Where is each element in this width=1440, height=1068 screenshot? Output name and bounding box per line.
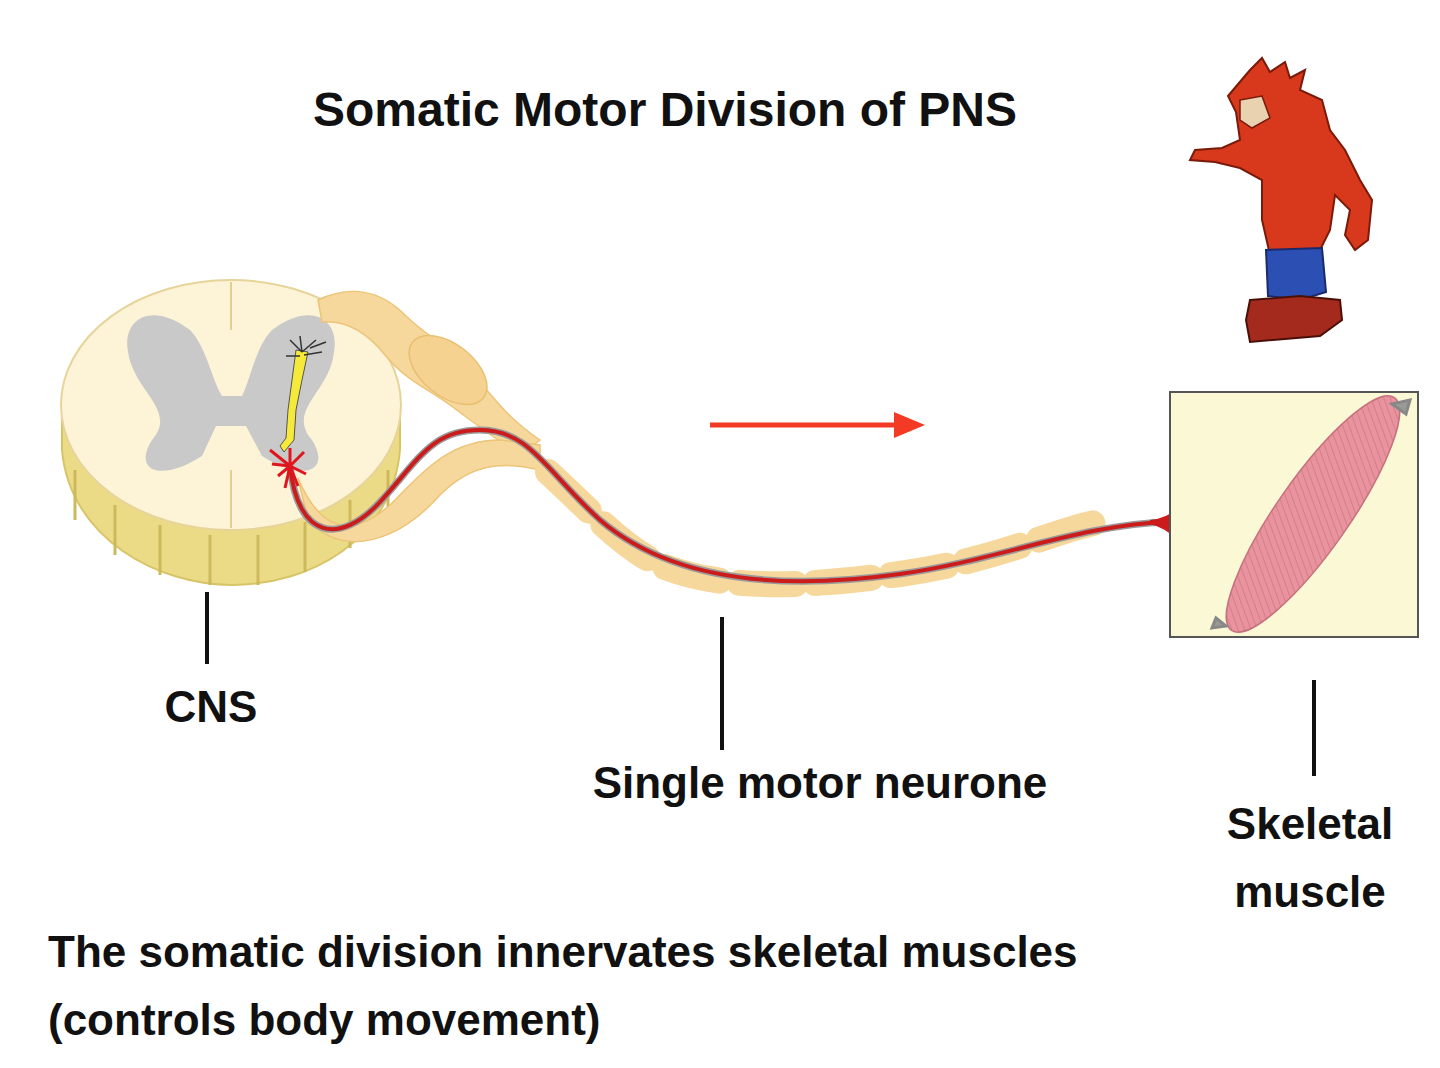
- arrow-head: [894, 412, 925, 438]
- title: Somatic Motor Division of PNS: [150, 80, 1180, 140]
- leader-lines: [207, 592, 1314, 776]
- part-label: Single motor neurone: [500, 756, 1140, 810]
- part-label: Skeletal muscle: [1190, 790, 1430, 926]
- direction-arrow: [710, 412, 925, 438]
- figure-shoes: [1246, 296, 1342, 342]
- figure-body: [1190, 58, 1372, 255]
- tendon: [1212, 400, 1410, 628]
- nerve-roots: [298, 292, 540, 542]
- axon-core: [290, 430, 1170, 581]
- arrow-shaft: [710, 423, 898, 428]
- cartoon-figure: [1190, 58, 1372, 342]
- part-label: CNS: [91, 680, 331, 734]
- caption: The somatic division innervates skeletal…: [48, 918, 1148, 1054]
- leader-line: [205, 592, 209, 664]
- leader-line: [1312, 680, 1316, 776]
- myelin-sheath: [548, 472, 1100, 584]
- interneuron: [280, 336, 326, 452]
- grey-matter: [127, 315, 335, 471]
- leader-line: [720, 617, 724, 750]
- muscle-panel: [1170, 377, 1424, 651]
- figure-pants: [1266, 248, 1326, 300]
- dorsal-ganglion: [397, 322, 500, 418]
- motor-neuron: [270, 430, 1214, 585]
- skeletal-muscle: [1202, 377, 1424, 651]
- cell-body: [270, 448, 306, 488]
- axon: [290, 430, 1170, 581]
- cord-fissure: [230, 282, 232, 528]
- figure-face: [1240, 96, 1270, 128]
- interneuron-dendrites: [286, 336, 326, 356]
- interneuron-body: [280, 350, 308, 452]
- dorsal-root: [318, 292, 540, 455]
